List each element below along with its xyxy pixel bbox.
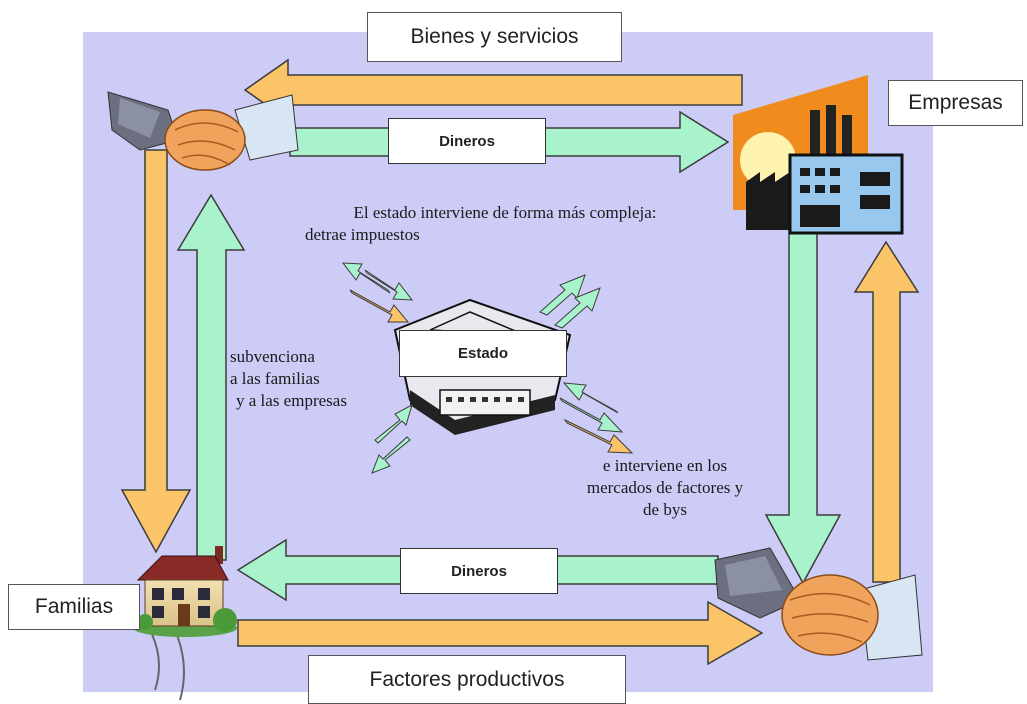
goods-services-label: Bienes y servicios — [367, 12, 622, 62]
firms-label: Empresas — [888, 80, 1023, 126]
estado-arrows-upper-left — [341, 262, 414, 323]
estado-arrows-upper-right — [539, 274, 601, 329]
households-label: Familias — [8, 584, 140, 630]
state-label: Estado — [399, 330, 567, 377]
estado-arrows-lower-left — [371, 403, 413, 474]
state-note-line1: El estado interviene de forma más comple… — [353, 203, 657, 222]
estado-arrows-lower-right — [559, 382, 634, 454]
handshake-icon-bottom — [714, 547, 923, 661]
subsidy-note: subvenciona a las familias y a las empre… — [230, 346, 347, 412]
intervention-note-line3: de bys — [643, 500, 687, 519]
factors-label: Factores productivos — [308, 655, 626, 704]
goods-flow-arrow-right — [853, 240, 920, 583]
intervention-note-line1: e interviene en los — [602, 456, 728, 475]
intervention-note: e interviene en los mercados de factores… — [565, 455, 765, 521]
money-flow-arrow-right — [764, 229, 842, 585]
goods-flow-arrow-left — [120, 149, 192, 554]
money-flow-arrow-left — [176, 193, 246, 561]
money-label-top: Dineros — [388, 118, 546, 164]
subsidy-note-line2: a las familias — [230, 369, 320, 388]
factors-flow-arrow-bottom — [237, 600, 764, 666]
state-note-line2: detrae impuestos — [305, 225, 420, 244]
handshake-icon — [107, 91, 299, 171]
subsidy-note-line1: subvenciona — [230, 347, 315, 366]
state-note: El estado interviene de forma más comple… — [305, 202, 705, 246]
house-icon — [133, 546, 237, 701]
money-label-bottom: Dineros — [400, 548, 558, 594]
intervention-note-line2: mercados de factores y — [586, 478, 744, 497]
subsidy-note-line3: y a las empresas — [236, 391, 347, 410]
factory-icon — [733, 75, 904, 235]
